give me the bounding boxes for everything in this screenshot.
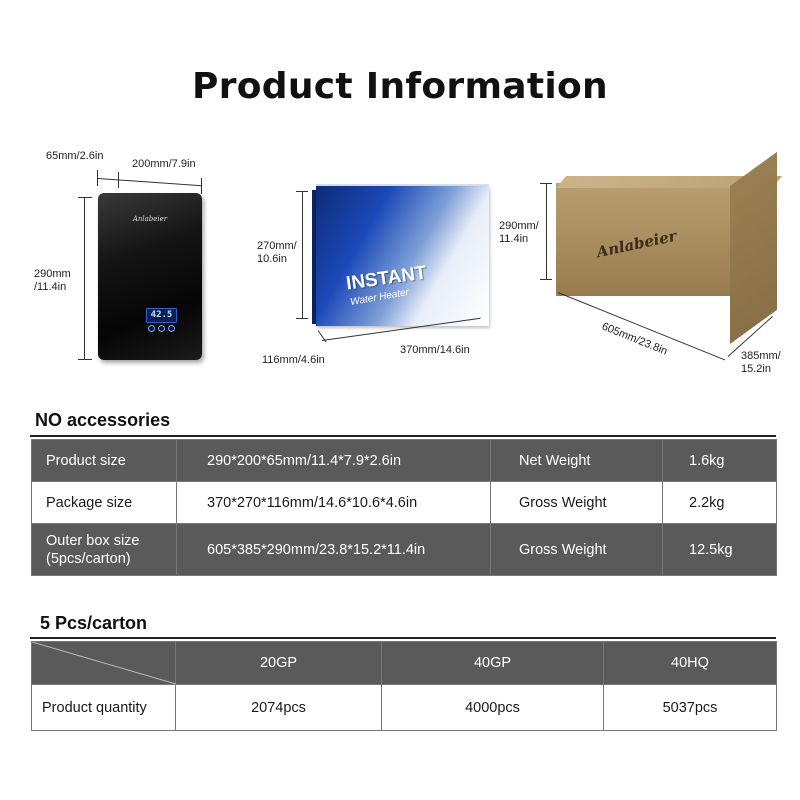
container-table: 20GP 40GP 40HQ Product quantity 2074pcs …: [31, 641, 777, 731]
quantity-cell: 2074pcs: [175, 684, 382, 731]
heater-width-label: 200mm/7.9in: [132, 158, 196, 170]
quantity-cell: 4000pcs: [381, 684, 604, 731]
spec-value: 370*270*116mm/14.6*10.6*4.6in: [176, 481, 491, 524]
package-height-line: [302, 191, 303, 318]
heater-depth-label: 65mm/2.6in: [46, 150, 104, 162]
carton-length-label: 605mm/23.8in: [599, 320, 670, 358]
water-heater-image: Anlabeier 42.5: [98, 193, 202, 360]
section-divider: [30, 435, 776, 437]
carton-height-line1: 290mm/: [499, 220, 539, 232]
carton-height-line: [546, 183, 547, 280]
package-length-label: 370mm/14.6in: [400, 344, 470, 356]
spec-section-heading: NO accessories: [35, 410, 171, 430]
carton-height-line2: 11.4in: [499, 233, 529, 245]
section-divider: [30, 637, 776, 639]
weight-label: Gross Weight: [490, 523, 663, 576]
dim-tick: [118, 172, 119, 188]
package-depth-label: 116mm/4.6in: [262, 354, 325, 366]
heater-logo: Anlabeier: [132, 215, 168, 223]
diagonal-line: [32, 642, 176, 684]
page-title: Product Information: [192, 66, 608, 107]
column-header: 40HQ: [603, 641, 777, 685]
table-row: Package size 370*270*116mm/14.6*10.6*4.6…: [31, 481, 777, 524]
outer-carton-image: [556, 183, 730, 296]
outer-carton-side: [730, 151, 777, 344]
spec-value: 605*385*290mm/23.8*15.2*11.4in: [176, 523, 491, 576]
spec-label: Package size: [31, 481, 177, 524]
heater-height-line2: /11.4in: [34, 281, 67, 293]
table-row: Outer box size (5pcs/carton) 605*385*290…: [31, 523, 777, 576]
container-section-heading: 5 Pcs/carton: [40, 613, 148, 633]
spec-label-line2: (5pcs/carton): [46, 550, 131, 567]
spec-label: Product size: [31, 439, 177, 482]
quantity-cell: 5037pcs: [603, 684, 777, 731]
table-row: Product size 290*200*65mm/11.4*7.9*2.6in…: [31, 439, 777, 482]
heater-height-line: [84, 197, 85, 360]
table-row: Product quantity 2074pcs 4000pcs 5037pcs: [31, 684, 777, 731]
spec-value: 290*200*65mm/11.4*7.9*2.6in: [176, 439, 491, 482]
carton-width-label: 385mm/ 15.2in: [741, 350, 781, 376]
weight-value: 12.5kg: [662, 523, 777, 576]
package-height-line1: 270mm/: [257, 240, 297, 252]
weight-label: Gross Weight: [490, 481, 663, 524]
spec-label: Outer box size (5pcs/carton): [31, 523, 177, 576]
heater-button: [168, 325, 175, 332]
carton-width-line1: 385mm/: [741, 350, 781, 362]
row-label: Product quantity: [31, 684, 176, 731]
heater-button: [158, 325, 165, 332]
heater-height-line1: 290mm: [34, 268, 71, 280]
heater-width-line: [97, 178, 202, 187]
carton-height-label: 290mm/ 11.4in: [499, 220, 539, 246]
dim-tick: [97, 170, 98, 186]
carton-length-line: [557, 292, 726, 361]
column-header: 40GP: [381, 641, 604, 685]
spec-label-line1: Outer box size: [46, 532, 140, 549]
dim-tick: [78, 359, 92, 360]
dim-tick: [540, 183, 552, 184]
column-header: 20GP: [175, 641, 382, 685]
heater-display: 42.5: [146, 308, 177, 323]
heater-height-label: 290mm /11.4in: [34, 268, 71, 294]
carton-width-line2: 15.2in: [741, 363, 771, 375]
dim-tick: [540, 279, 552, 280]
package-height-label: 270mm/ 10.6in: [257, 240, 297, 266]
dim-tick: [296, 318, 308, 319]
dim-tick: [78, 197, 92, 198]
weight-value: 2.2kg: [662, 481, 777, 524]
package-box-image: [316, 186, 489, 326]
weight-value: 1.6kg: [662, 439, 777, 482]
spec-table: Product size 290*200*65mm/11.4*7.9*2.6in…: [31, 439, 777, 576]
table-header-row: 20GP 40GP 40HQ: [31, 641, 777, 685]
header-corner-cell: [31, 641, 176, 685]
package-height-line2: 10.6in: [257, 253, 287, 265]
heater-button: [148, 325, 155, 332]
dim-tick: [201, 178, 202, 194]
weight-label: Net Weight: [490, 439, 663, 482]
dim-tick: [296, 191, 308, 192]
